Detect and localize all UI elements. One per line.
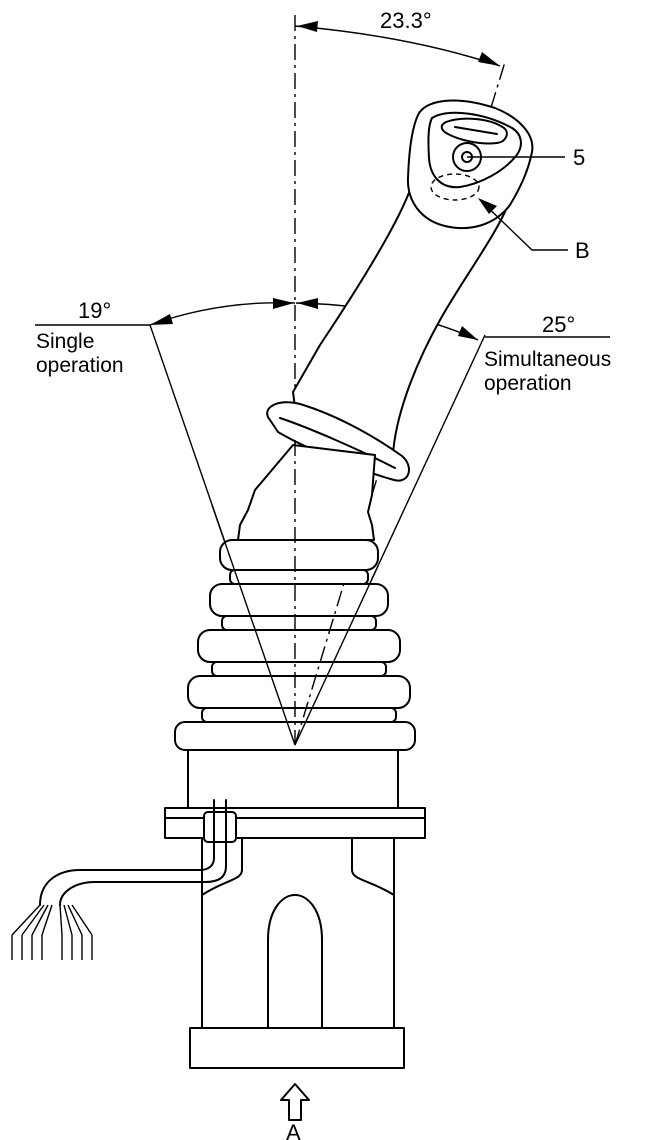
left-caption-line2: operation: [36, 354, 124, 377]
single-arrowhead-right: [273, 298, 294, 309]
tilt-angle-arc: [294, 25, 501, 67]
tilt-arrowhead-right: [478, 52, 500, 66]
callout-b-label: B: [575, 238, 590, 263]
hidden-button-b-outline: [430, 173, 480, 201]
cable-wire-ends: [11, 904, 93, 960]
view-a-label: A: [286, 1120, 301, 1140]
simult-limit-line-front: [294, 565, 379, 746]
grip-thumb-switch: [440, 117, 508, 145]
single-arrowhead-left: [150, 314, 173, 325]
lower-housing-body: [201, 837, 395, 1029]
hand-rest-inner-edge: [279, 417, 396, 469]
single-limit-line-front: [211, 504, 296, 746]
grip-face-outline: [427, 111, 522, 189]
callout-b-arrowhead: [478, 198, 497, 214]
cable-harness: [39, 841, 215, 906]
callout-b-leader: [479, 199, 568, 251]
view-arrow-a-icon: [280, 1083, 310, 1121]
cable-gland: [203, 811, 237, 843]
grip-switch-slot: [454, 126, 498, 135]
bellows-boot: [174, 444, 416, 751]
callout-5-label: 5: [573, 145, 585, 170]
cable-harness-inner: [59, 841, 227, 906]
grip-handle: [406, 99, 534, 230]
right-caption-line2: operation: [484, 372, 572, 395]
simult-arrowhead-left: [297, 298, 318, 309]
right-caption-line1: Simultaneous: [484, 348, 611, 371]
stick-shaft: [292, 184, 516, 456]
base-plate: [189, 1027, 405, 1069]
right-angle-label: 25°: [542, 312, 575, 337]
upper-housing: [187, 749, 399, 809]
housing-right-recess: [351, 837, 395, 896]
tilt-angle-label: 23.3°: [380, 8, 432, 33]
tilt-arrowhead-left: [297, 21, 318, 32]
housing-left-recess: [201, 837, 243, 896]
simult-arrowhead-right: [458, 326, 478, 340]
left-angle-label: 19°: [78, 298, 111, 323]
left-caption-line1: Single: [36, 330, 94, 353]
housing-center-arch: [267, 894, 323, 1029]
